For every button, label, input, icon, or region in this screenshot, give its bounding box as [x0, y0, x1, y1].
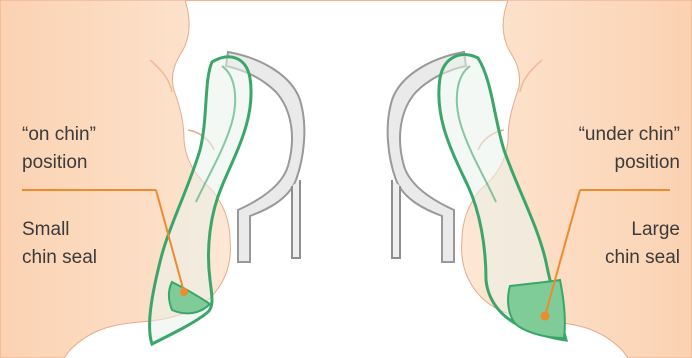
right-position-line2: position [579, 149, 680, 177]
right-seal-line1: Large [605, 216, 680, 244]
right-position-line1: “under chin” [579, 121, 680, 149]
right-seal-label: Large chin seal [605, 216, 680, 272]
right-seal-line2: chin seal [605, 244, 680, 272]
left-position-line1: “on chin” [22, 121, 96, 149]
right-position-label: “under chin” position [579, 121, 680, 177]
left-position-line2: position [22, 149, 96, 177]
left-seal-line2: chin seal [22, 244, 97, 272]
left-position-label: “on chin” position [22, 121, 96, 177]
left-seal-line1: Small [22, 216, 97, 244]
right-large-chin-seal [508, 280, 565, 338]
left-seal-label: Small chin seal [22, 216, 97, 272]
